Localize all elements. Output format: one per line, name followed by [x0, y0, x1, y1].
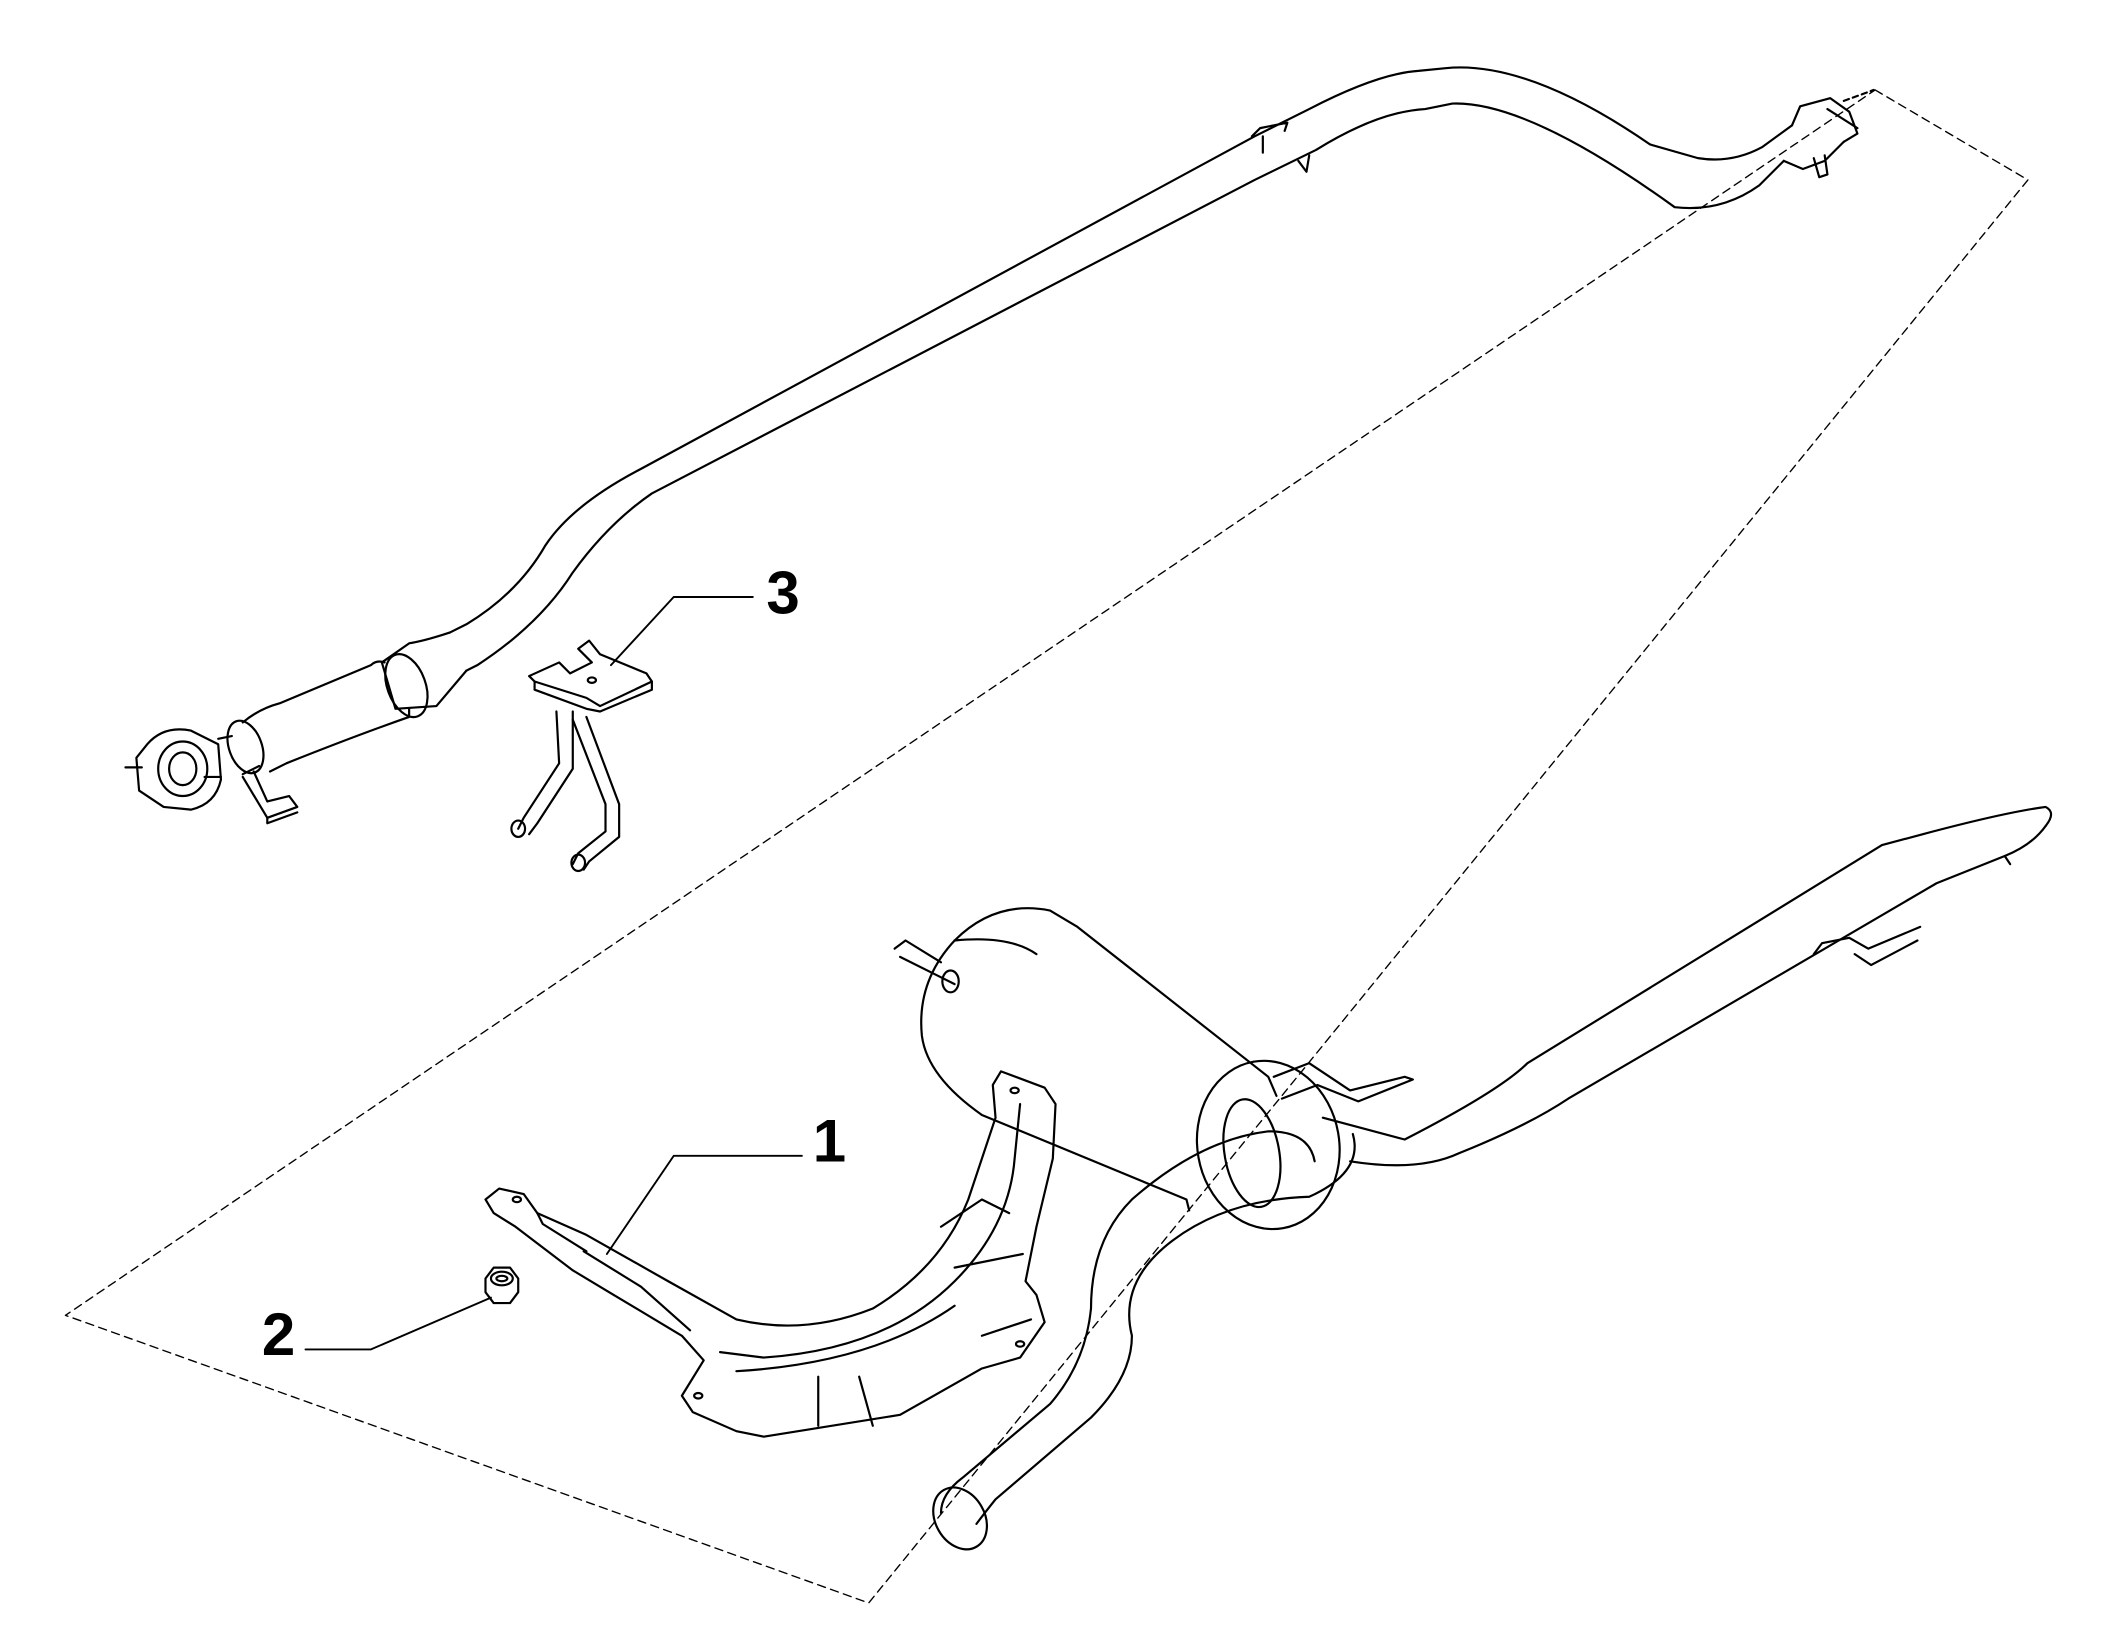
front-exhaust-pipe: [124, 66, 1875, 825]
callout-label-1: 1: [813, 1107, 846, 1174]
callout-label-3: 3: [766, 559, 799, 626]
callout-label-2: 2: [262, 1301, 295, 1368]
assembly-boundary-dashed: [64, 89, 2029, 1604]
leader-line-3: [610, 596, 754, 667]
rear-muffler-assembly: [893, 805, 2053, 1551]
leader-line-1: [605, 1154, 803, 1255]
mounting-bracket-part-3: [510, 639, 653, 873]
heat-shield-part-1: [484, 1070, 1057, 1438]
leader-line-2: [304, 1296, 492, 1351]
hex-nut-part-2: [484, 1266, 520, 1305]
